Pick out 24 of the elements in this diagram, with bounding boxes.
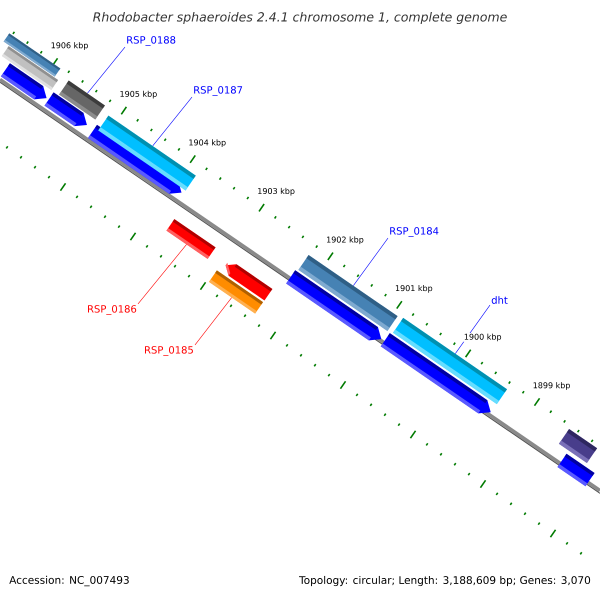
footer-text: Topology: circular; Length: 3,188,609 bp; Genes: 3,070 [299,576,590,586]
gene-label: RSP_0186 [88,305,136,315]
leader-line [194,297,232,346]
scale-label: 1903 kbp [256,187,296,196]
leader-line [353,238,388,286]
scale-label: 1906 kbp [50,42,89,50]
scale-label: 1902 kbp [326,236,364,245]
scale-label: 1905 kbp [119,90,158,99]
leader-line [152,96,192,146]
scale-label: 1904 kbp [188,138,227,148]
scale-label: 1900 kbp [463,333,502,342]
gene-bar [166,219,216,259]
gene-label: RSP_0188 [127,36,176,46]
gene-label: dht [492,296,508,304]
gene-bar [59,80,105,120]
gene-label: RSP_0187 [194,86,242,96]
scale-label: 1901 kbp [394,284,434,294]
footer-text: Accession: NC_007493 [9,576,129,586]
leader-line [138,244,187,304]
gene-label: RSP_0184 [390,227,438,237]
gene-bar [208,270,264,314]
scale-label: 1899 kbp [532,382,571,390]
title: Rhodobacter sphaeroides 2.4.1 chromosome 1, complete genome [93,12,507,24]
gene-label: RSP_0185 [145,346,193,356]
